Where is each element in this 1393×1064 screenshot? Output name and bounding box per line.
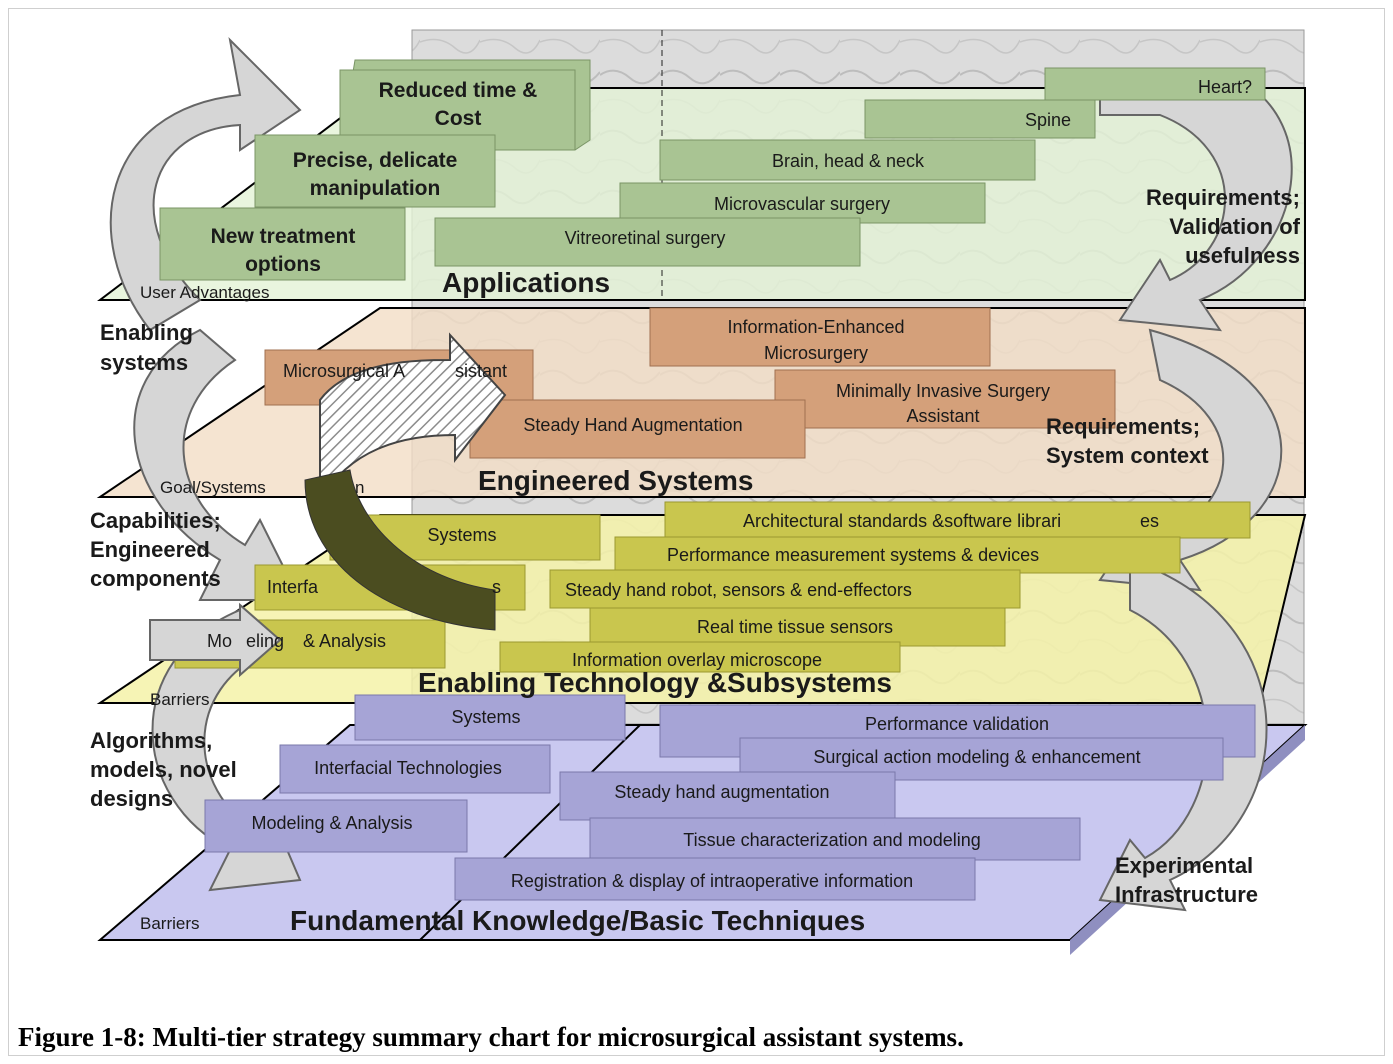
- left-flow-arrow: [109, 37, 302, 332]
- block-label: Interfa: [267, 577, 319, 597]
- block-label: Vitreoretinal surgery: [565, 228, 726, 248]
- block-label: Heart?: [1198, 77, 1252, 97]
- central-hatched-arrow: [319, 332, 507, 504]
- block-label: Spine: [1025, 110, 1071, 130]
- side-label: components: [90, 566, 221, 591]
- side-label: System context: [1046, 443, 1209, 468]
- barriers-arrow: [149, 602, 282, 678]
- block-label: Architectural standards &software librar…: [743, 511, 1061, 531]
- block-label: Microsurgery: [764, 343, 868, 363]
- block-label: Steady Hand Augmentation: [523, 415, 742, 435]
- block-label: es: [1140, 511, 1159, 531]
- corner-label: Goal/Systems: [160, 478, 266, 497]
- figure-caption: Figure 1-8: Multi-tier strategy summary …: [18, 1022, 964, 1052]
- right-flow-arrow: [1098, 558, 1268, 912]
- block-label: sistant: [455, 361, 507, 381]
- block-label: Microsurgical A: [283, 361, 405, 381]
- tier-title-technology: Enabling Technology &Subsystems: [418, 667, 892, 698]
- side-label: systems: [100, 350, 188, 375]
- block-label: Steady hand robot, sensors & end-effecto…: [565, 580, 912, 600]
- block-label: Systems: [427, 525, 496, 545]
- side-label: Capabilities;: [90, 508, 221, 533]
- side-label: Validation of: [1169, 214, 1300, 239]
- side-label: Requirements;: [1046, 414, 1200, 439]
- block-label: Precise, delicate: [293, 149, 458, 172]
- side-label: Engineered: [90, 537, 210, 562]
- block-label: manipulation: [310, 177, 441, 200]
- block-label: Performance measurement systems & device…: [667, 545, 1039, 565]
- fundamental-blocks: [204, 694, 1256, 901]
- block-label: & Analysis: [303, 631, 386, 651]
- side-label: models, novel: [90, 757, 237, 782]
- side-label: Infrastructure: [1115, 882, 1258, 907]
- block-label: Information overlay microscope: [572, 650, 822, 670]
- corner-label: n: [355, 478, 364, 497]
- tier-title-engineered: Engineered Systems: [478, 465, 753, 496]
- divider-line: [419, 724, 641, 941]
- corner-label: Barriers: [150, 690, 210, 709]
- applications-blocks: [159, 59, 1266, 281]
- block-label: Brain, head & neck: [772, 151, 925, 171]
- side-label: Enabling: [100, 320, 193, 345]
- left-flow-arrow: [133, 328, 302, 601]
- block-label: Performance validation: [865, 714, 1049, 734]
- block-label: Assistant: [906, 406, 979, 426]
- block-label: Microvascular surgery: [714, 194, 890, 214]
- central-dark-arrow: [304, 469, 496, 631]
- block-label: Mo: [207, 631, 232, 651]
- block-label: eling: [246, 631, 284, 651]
- block-label: Minimally Invasive Surgery: [836, 381, 1050, 401]
- side-label: usefulness: [1185, 243, 1300, 268]
- block-label: Reduced time &: [379, 79, 538, 102]
- block-label: New treatment: [211, 225, 356, 248]
- tier-title-fundamental: Fundamental Knowledge/Basic Techniques: [290, 905, 865, 936]
- block-label: Modeling & Analysis: [251, 813, 412, 833]
- side-label: designs: [90, 786, 173, 811]
- technology-blocks: [174, 501, 1251, 673]
- right-flow-arrow: [1099, 74, 1293, 332]
- side-label: Requirements;: [1146, 185, 1300, 210]
- block-label: Surgical action modeling & enhancement: [813, 747, 1140, 767]
- block-label: options: [245, 253, 321, 276]
- block-label: Systems: [451, 707, 520, 727]
- side-label: Experimental: [1115, 853, 1253, 878]
- block-label: Tissue characterization and modeling: [683, 830, 981, 850]
- corner-label: Barriers: [140, 914, 200, 933]
- tier-title-applications: Applications: [442, 267, 610, 298]
- block-label: Cost: [435, 107, 482, 130]
- block-label: Interfacial Technologies: [314, 758, 502, 778]
- block-label: Information-Enhanced: [727, 317, 904, 337]
- block-label: Real time tissue sensors: [697, 617, 893, 637]
- block-label: Steady hand augmentation: [614, 782, 829, 802]
- corner-label: User Advantages: [140, 283, 269, 302]
- side-label: Algorithms,: [90, 728, 212, 753]
- block-label: Registration & display of intraoperative…: [511, 871, 913, 891]
- block-label: s: [492, 577, 501, 597]
